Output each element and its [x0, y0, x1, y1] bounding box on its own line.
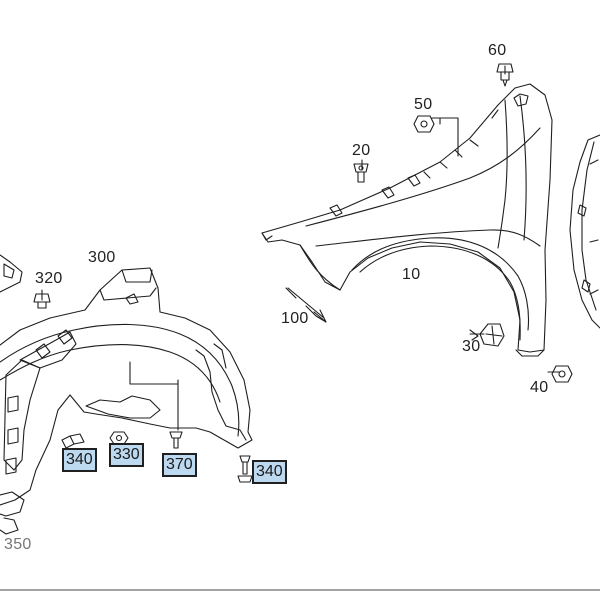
fastener-50-icon: [413, 115, 441, 133]
liner-bracket: [0, 254, 23, 293]
fastener-20-icon: [353, 163, 369, 183]
wheel-liner-part: [0, 267, 253, 535]
callout-340-right-highlighted[interactable]: 340: [252, 460, 287, 484]
fastener-320-icon: [33, 293, 51, 309]
callout-370-highlighted[interactable]: 370: [162, 453, 197, 477]
callout-10: 10: [402, 266, 421, 283]
fastener-370-icon: [169, 431, 183, 449]
callout-40: 40: [530, 379, 549, 396]
fastener-30-icon: [469, 323, 505, 347]
leader-lines: [41, 65, 561, 431]
callout-350: 350: [4, 536, 32, 553]
fastener-40-icon: [551, 365, 573, 383]
callout-330-highlighted[interactable]: 330: [109, 443, 144, 467]
part-100-arrow: [285, 287, 327, 323]
callout-340-left-highlighted[interactable]: 340: [62, 448, 97, 472]
fastener-340-right-icon: [237, 455, 253, 483]
callout-60: 60: [488, 42, 507, 59]
callout-100: 100: [281, 310, 309, 327]
right-liner-part: [569, 134, 600, 329]
callout-20: 20: [352, 142, 371, 159]
callout-50: 50: [414, 96, 433, 113]
fastener-60-icon: [496, 63, 514, 87]
callout-320: 320: [35, 270, 63, 287]
callout-30: 30: [462, 338, 481, 355]
fastener-340-left-icon: [61, 433, 85, 449]
fender-part: [261, 83, 553, 357]
callout-300: 300: [88, 249, 116, 266]
